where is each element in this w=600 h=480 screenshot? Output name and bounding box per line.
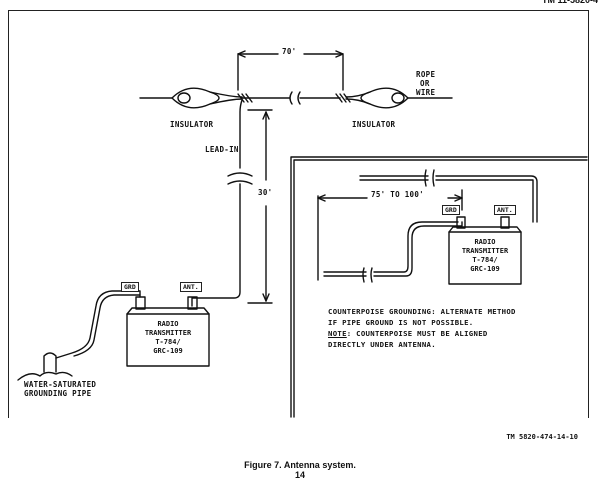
note-line2: IF PIPE GROUND IS NOT POSSIBLE. xyxy=(328,318,474,327)
inset-transmitter-line2: TRANSMITTER xyxy=(461,247,509,255)
inset-ant-terminal: ANT. xyxy=(494,205,516,215)
distance-70-label: 70' xyxy=(280,47,299,56)
note-line4: DIRECTLY UNDER ANTENNA. xyxy=(328,340,436,349)
left-insulator-icon xyxy=(171,87,220,109)
main-transmitter-line1: RADIO xyxy=(157,320,179,328)
left-insulator-eye xyxy=(177,92,191,104)
wire-break-mark xyxy=(289,91,301,105)
main-ant-post xyxy=(187,296,198,310)
lead-in-label: LEAD-IN xyxy=(205,145,239,154)
grounding-pipe-text: GROUNDING PIPE xyxy=(24,389,92,398)
lead-in-lower xyxy=(191,183,241,307)
main-transmitter-label: RADIO TRANSMITTER T-784/ GRC-109 xyxy=(128,320,208,356)
inset-frame xyxy=(290,156,588,418)
figure-caption: Figure 7. Antenna system. xyxy=(244,460,356,470)
counterpoise-distance-label: 75' TO 100' xyxy=(368,190,427,199)
inset-grd-terminal: GRD xyxy=(442,205,460,215)
counterpoise-wire xyxy=(323,221,463,277)
ground-surface xyxy=(17,371,73,381)
main-grd-post xyxy=(135,296,146,310)
note-line3-rest: : COUNTERPOISE MUST BE ALIGNED xyxy=(346,329,488,338)
insulator-left-label: INSULATOR xyxy=(170,120,214,129)
grounding-pipe-label: WATER-SATURATED GROUNDING PIPE xyxy=(24,380,96,398)
lead-in-break-mark xyxy=(227,172,253,185)
inset-transmitter-box xyxy=(448,231,522,285)
counterpoise-note: COUNTERPOISE GROUNDING: ALTERNATE METHOD… xyxy=(328,306,516,350)
note-word: NOTE xyxy=(328,329,347,338)
main-transmitter-box xyxy=(126,313,210,367)
grounding-pipe-icon xyxy=(43,352,57,373)
or-label: OR xyxy=(420,79,430,88)
main-transmitter-line2: TRANSMITTER xyxy=(144,329,192,337)
main-transmitter-line4: GRC-109 xyxy=(153,347,183,355)
document-id: TM 11-5820-4 xyxy=(541,0,598,5)
wire-label: WIRE xyxy=(416,88,436,97)
figure-id: TM 5820-474-14-10 xyxy=(506,433,578,441)
note-line3: NOTE: COUNTERPOISE MUST BE ALIGNED xyxy=(328,328,516,339)
lead-in-wire xyxy=(239,99,243,169)
inset-transmitter-label: RADIO TRANSMITTER T-784/ GRC-109 xyxy=(450,238,520,274)
inset-grd-post xyxy=(456,216,466,229)
main-ant-terminal: ANT. xyxy=(180,282,202,292)
inset-ant-post xyxy=(500,216,510,229)
main-grd-terminal: GRD xyxy=(121,282,139,292)
inset-transmitter-line1: RADIO xyxy=(474,238,496,246)
water-saturated-label: WATER-SATURATED xyxy=(24,380,97,389)
ground-wire xyxy=(55,290,141,359)
note-line1: COUNTERPOISE GROUNDING: ALTERNATE METHOD xyxy=(328,307,516,316)
main-transmitter-line3: T-784/ xyxy=(155,338,181,346)
inset-antenna-wire xyxy=(359,175,538,223)
rope-label: ROPE xyxy=(416,70,436,79)
inset-transmitter-line3: T-784/ xyxy=(472,256,498,264)
figure-frame xyxy=(8,10,589,418)
inset-transmitter-line4: GRC-109 xyxy=(470,265,500,273)
right-insulator-icon xyxy=(360,87,409,109)
right-twist xyxy=(335,93,351,103)
page-number: 14 xyxy=(294,470,305,480)
insulator-right-label: INSULATOR xyxy=(352,120,396,129)
rope-or-wire-label: ROPE OR WIRE xyxy=(416,70,435,97)
height-30-label: 30' xyxy=(258,188,273,197)
